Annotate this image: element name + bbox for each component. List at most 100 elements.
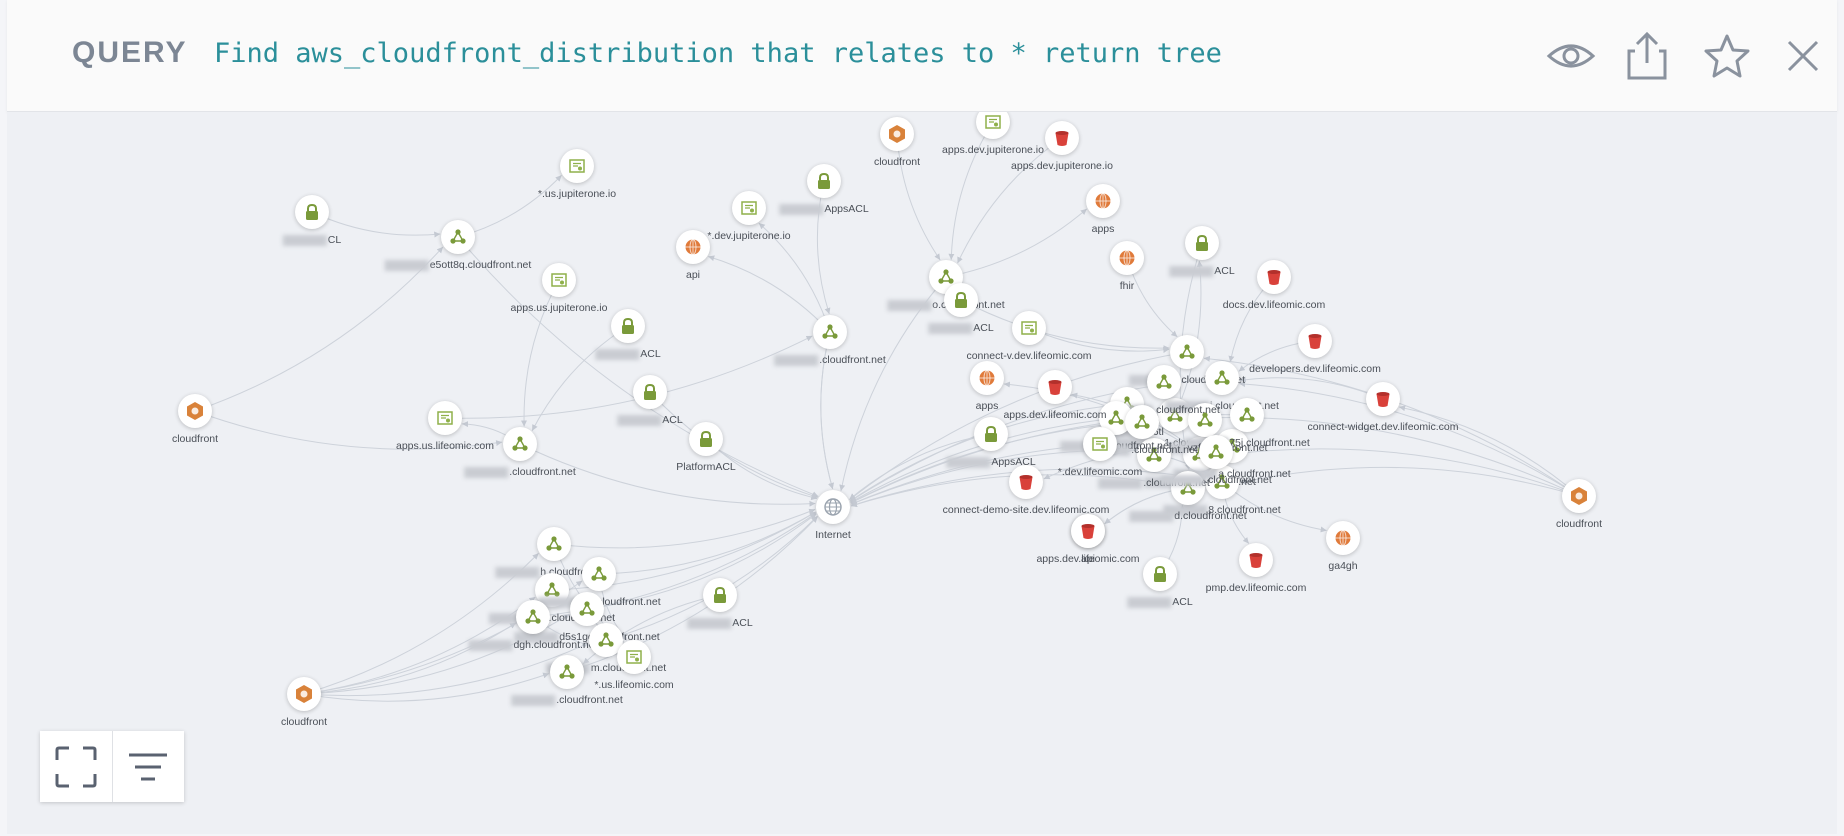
graph-node-cloudfront[interactable] bbox=[1562, 479, 1596, 513]
graph-node-acl[interactable] bbox=[703, 578, 737, 612]
graph-node-acl[interactable] bbox=[295, 195, 329, 229]
distribution-icon bbox=[821, 323, 839, 341]
graph-node-label-text: cloudfront bbox=[1555, 518, 1603, 530]
graph-node-dist[interactable] bbox=[1199, 435, 1233, 469]
graph-edge bbox=[816, 180, 831, 315]
graph-node-dist[interactable] bbox=[503, 427, 537, 461]
graph-node-acl[interactable] bbox=[1185, 226, 1219, 260]
close-button[interactable] bbox=[1775, 28, 1831, 84]
graph-node-dist[interactable] bbox=[582, 557, 616, 591]
graph-node-bucket[interactable] bbox=[1071, 514, 1105, 548]
graph-node-cert[interactable] bbox=[428, 401, 462, 435]
graph-edge bbox=[457, 236, 819, 498]
graph-node-label: api bbox=[686, 269, 700, 281]
query-label: QUERY bbox=[72, 36, 188, 69]
graph-node-dist[interactable] bbox=[537, 527, 571, 561]
graph-node-dist[interactable] bbox=[1205, 361, 1239, 395]
graph-node-label-text: ACL bbox=[973, 322, 994, 334]
graph-node-acl[interactable] bbox=[633, 375, 667, 409]
star-button[interactable] bbox=[1699, 28, 1755, 84]
graph-node-dist[interactable] bbox=[1147, 365, 1181, 399]
graph-node-label: .cloudfront.net bbox=[511, 694, 623, 706]
graph-node-label-text: apps.dev.lifeomic.com bbox=[1036, 553, 1140, 565]
certificate-icon bbox=[1020, 319, 1038, 337]
graph-node-bucket[interactable] bbox=[1009, 465, 1043, 499]
graph-node-dist[interactable] bbox=[516, 600, 550, 634]
graph-node-bucket[interactable] bbox=[1257, 260, 1291, 294]
graph-node-dist[interactable] bbox=[1188, 403, 1222, 437]
graph-node-acl[interactable] bbox=[974, 417, 1008, 451]
graph-node-cert[interactable] bbox=[1083, 427, 1117, 461]
graph-node-label-text: cloudfront bbox=[280, 716, 328, 728]
graph-node-dist[interactable] bbox=[813, 315, 847, 349]
graph-node-acl[interactable] bbox=[689, 422, 723, 456]
graph-node-cert[interactable] bbox=[1012, 311, 1046, 345]
graph-node-label: AppsACL bbox=[779, 203, 869, 215]
distribution-icon bbox=[558, 663, 576, 681]
graph-node-bucket[interactable] bbox=[1366, 382, 1400, 416]
graph-node-cloudfront[interactable] bbox=[287, 677, 321, 711]
lock-icon bbox=[982, 425, 1000, 443]
graph-node-domain[interactable] bbox=[676, 230, 710, 264]
graph-node-dist[interactable] bbox=[441, 220, 475, 254]
certificate-icon bbox=[568, 157, 586, 175]
graph-node-cert[interactable] bbox=[976, 112, 1010, 139]
graph-node-domain[interactable] bbox=[1326, 521, 1360, 555]
fullscreen-button[interactable] bbox=[40, 731, 112, 802]
domain-icon bbox=[1094, 192, 1112, 210]
graph-node-dist[interactable] bbox=[1125, 405, 1159, 439]
graph-edge bbox=[520, 279, 560, 427]
graph-node-label: connect-v.dev.lifeomic.com bbox=[966, 350, 1091, 362]
graph-edge bbox=[957, 137, 1063, 264]
distribution-icon bbox=[590, 565, 608, 583]
graph-node-label-text: apps bbox=[975, 400, 999, 412]
view-button[interactable] bbox=[1543, 28, 1599, 84]
filter-button[interactable] bbox=[111, 731, 185, 802]
share-button[interactable] bbox=[1619, 28, 1675, 84]
graph-node-dist[interactable] bbox=[1137, 438, 1171, 472]
graph-node-cloudfront[interactable] bbox=[880, 117, 914, 151]
graph-node-dist[interactable] bbox=[550, 655, 584, 689]
graph-node-internet[interactable] bbox=[816, 490, 850, 524]
graph-node-label: Internet bbox=[815, 529, 851, 541]
graph-node-label-text: connect-demo-site.dev.lifeomic.com bbox=[942, 504, 1110, 516]
graph-node-domain[interactable] bbox=[1086, 184, 1120, 218]
graph-edge bbox=[1217, 448, 1580, 497]
graph-node-domain[interactable] bbox=[970, 361, 1004, 395]
graph-node-cert[interactable] bbox=[617, 640, 651, 674]
graph-node-label-text: .cloudfront.net bbox=[1153, 404, 1220, 416]
graph-node-dist[interactable] bbox=[1230, 398, 1264, 432]
redaction-mark bbox=[1163, 504, 1208, 516]
graph-node-cert[interactable] bbox=[542, 263, 576, 297]
graph-node-acl[interactable] bbox=[1143, 557, 1177, 591]
graph-edge bbox=[849, 351, 1188, 501]
graph-node-label-text: *.us.lifeomic.com bbox=[594, 679, 674, 691]
graph-node-cloudfront[interactable] bbox=[178, 394, 212, 428]
graph-node-bucket[interactable] bbox=[1239, 543, 1273, 577]
graph-node-label-text: 75j.cloudfront.net bbox=[1229, 437, 1310, 449]
graph-node-bucket[interactable] bbox=[1298, 324, 1332, 358]
graph-node-dist[interactable] bbox=[1170, 335, 1204, 369]
redaction-mark bbox=[928, 322, 973, 334]
graph-node-cert[interactable] bbox=[560, 149, 594, 183]
graph-node-cert[interactable] bbox=[732, 191, 766, 225]
query-text[interactable]: Find aws_cloudfront_distribution that re… bbox=[214, 38, 1222, 69]
certificate-icon bbox=[625, 648, 643, 666]
graph-node-label: cloudfront bbox=[1556, 518, 1602, 530]
graph-node-bucket[interactable] bbox=[1045, 121, 1079, 155]
graph-node-domain[interactable] bbox=[1110, 241, 1144, 275]
graph-node-acl[interactable] bbox=[944, 283, 978, 317]
graph-edge bbox=[553, 508, 816, 549]
graph-node-label: cloudfront bbox=[874, 156, 920, 168]
distribution-icon bbox=[1133, 413, 1151, 431]
graph-node-acl[interactable] bbox=[611, 309, 645, 343]
graph-edge bbox=[1239, 376, 1384, 400]
bucket-icon bbox=[1046, 378, 1064, 396]
lock-icon bbox=[952, 291, 970, 309]
graph-node-label: pmp.dev.lifeomic.com bbox=[1206, 582, 1307, 594]
graph-node-acl[interactable] bbox=[807, 164, 841, 198]
graph-node-bucket[interactable] bbox=[1038, 370, 1072, 404]
graph-node-dist[interactable] bbox=[570, 592, 604, 626]
graph-node-label: api bbox=[1081, 553, 1095, 565]
